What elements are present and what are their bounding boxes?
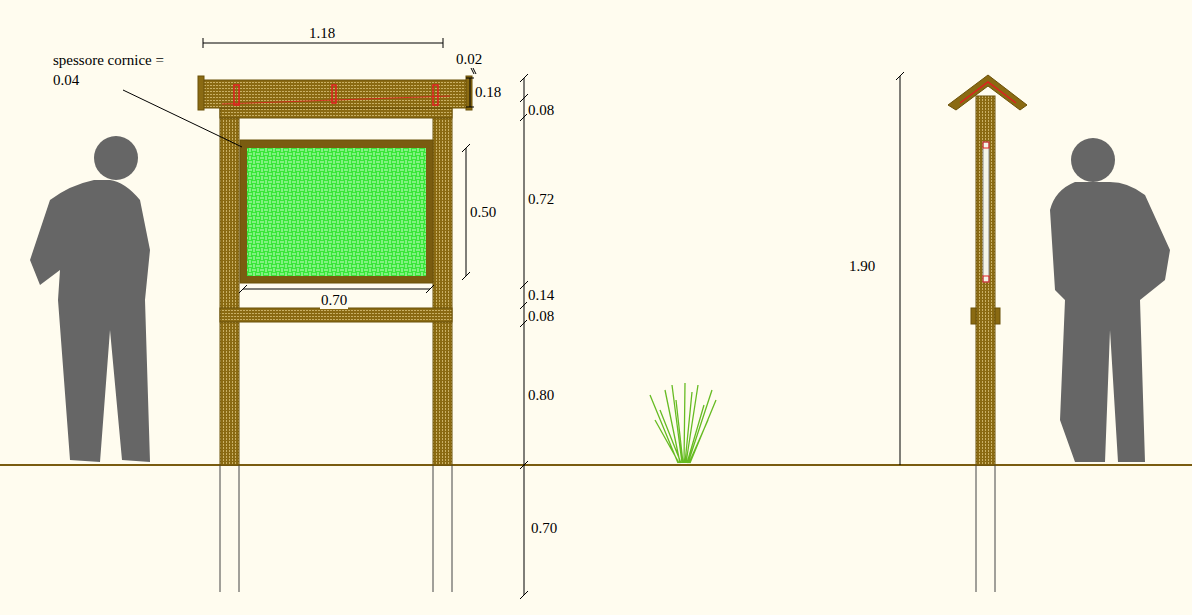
board-side bbox=[948, 75, 1027, 465]
person-left bbox=[30, 136, 150, 462]
dimension-lines bbox=[123, 38, 904, 599]
ground bbox=[0, 465, 1192, 466]
dimension-label: 0.70 bbox=[320, 291, 348, 309]
post-foundations bbox=[220, 465, 995, 592]
person-right bbox=[1050, 138, 1170, 462]
dimension-label: 0.18 bbox=[474, 83, 502, 101]
dimension-label: 0.80 bbox=[527, 386, 555, 404]
dimension-label: 0.50 bbox=[469, 203, 497, 221]
dimension-label: 0.02 bbox=[455, 50, 483, 68]
dimension-label: 0.70 bbox=[530, 519, 558, 537]
bush bbox=[650, 383, 716, 463]
dimension-label: 0.08 bbox=[527, 101, 555, 119]
dimension-label: 0.08 bbox=[527, 307, 555, 325]
dimension-label: 1.18 bbox=[308, 24, 336, 42]
note-label: spessore cornice = 0.04 bbox=[52, 50, 166, 90]
dimension-label: 1.90 bbox=[848, 257, 876, 275]
dimension-label: 0.14 bbox=[527, 286, 555, 304]
board-front bbox=[198, 76, 472, 465]
dimension-label: 0.72 bbox=[527, 190, 555, 208]
